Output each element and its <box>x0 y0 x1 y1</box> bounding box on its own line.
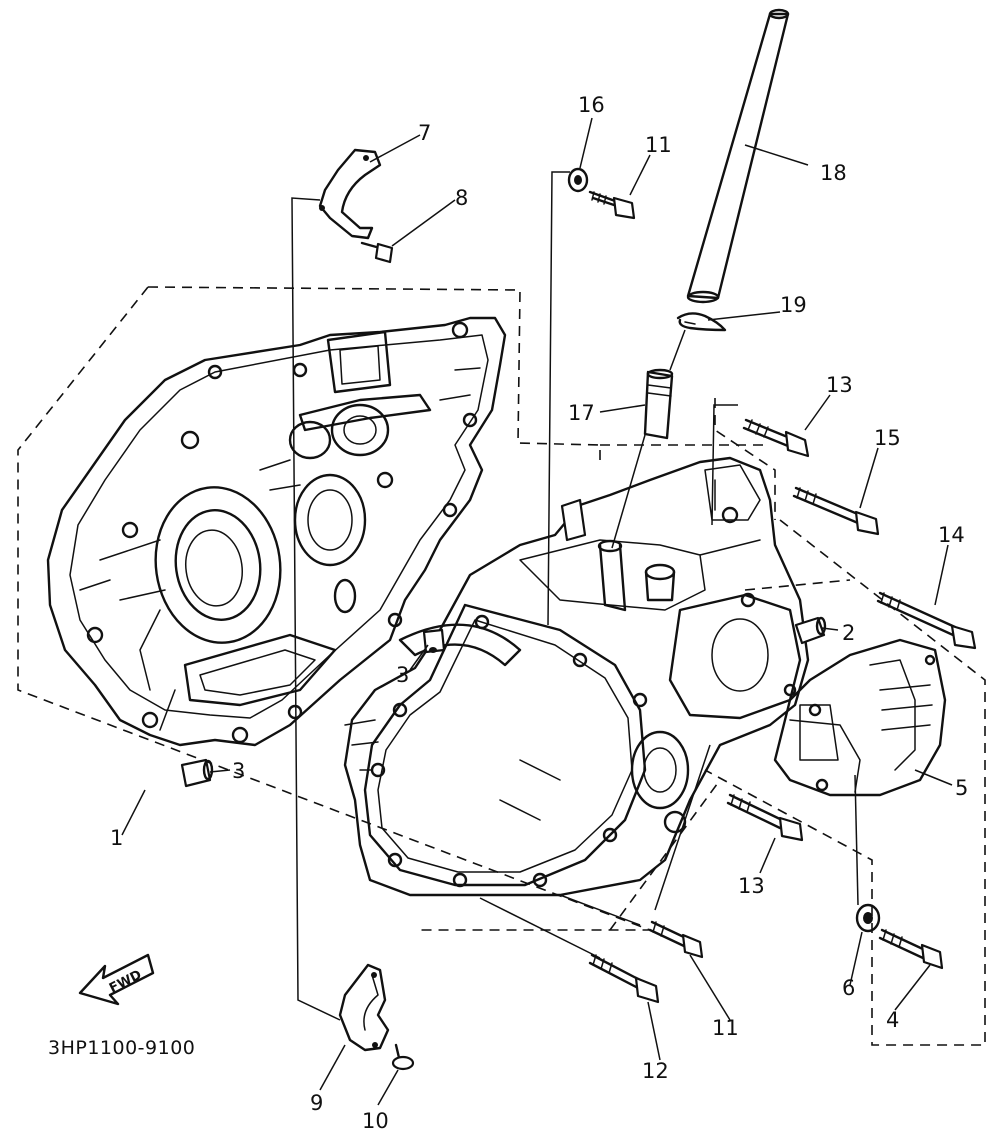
alignment-lines <box>291 171 859 1021</box>
callout-13-upper: 13 <box>826 373 853 397</box>
bolt-13-upper <box>742 418 810 458</box>
screw-10 <box>391 1043 415 1071</box>
callout-4: 4 <box>886 1008 899 1032</box>
hose-clip <box>676 312 727 332</box>
group-outline-left-crankcase <box>17 286 651 931</box>
forward-arrow-icon: FWD <box>78 953 155 1006</box>
callout-10: 10 <box>362 1109 389 1133</box>
bolt-12 <box>588 953 660 1004</box>
bolt-13-lower <box>726 793 804 842</box>
group-outline-cover <box>609 519 986 1046</box>
retainer-plate-upper <box>318 148 382 240</box>
diagram-code: 3HP1100-9100 <box>48 1037 195 1059</box>
callout-3-lower: 3 <box>232 759 245 783</box>
callout-3-upper: 3 <box>396 663 409 687</box>
callout-19: 19 <box>780 293 807 317</box>
callout-14: 14 <box>938 523 965 547</box>
callout-17: 17 <box>568 401 595 425</box>
callout-11-lower: 11 <box>712 1016 739 1040</box>
screw-8 <box>360 241 394 264</box>
dowel-pin-3-lower <box>180 758 214 788</box>
crankcase-cover <box>773 638 947 797</box>
callout-12: 12 <box>642 1059 669 1083</box>
dowel-pin-2 <box>794 616 827 645</box>
callout-18: 18 <box>820 161 847 185</box>
bolt-11-upper <box>588 190 636 220</box>
washer-16 <box>567 167 589 193</box>
bolt-11-lower <box>648 920 704 959</box>
group-outline-right-crankcase <box>600 398 776 520</box>
retainer-plate-lower <box>338 963 390 1052</box>
callout-leaders <box>121 117 953 1106</box>
callout-5: 5 <box>955 776 968 800</box>
left-crankcase-half <box>46 316 507 747</box>
callout-6: 6 <box>842 976 855 1000</box>
callout-1: 1 <box>110 826 123 850</box>
right-crankcase-half <box>343 456 810 897</box>
bolt-14 <box>876 591 977 650</box>
callout-11-upper: 11 <box>645 133 672 157</box>
dowel-pin-3-upper <box>422 628 446 654</box>
callout-8: 8 <box>455 186 468 210</box>
callout-7: 7 <box>418 121 431 145</box>
bolt-15 <box>792 486 880 536</box>
callout-2: 2 <box>842 621 855 645</box>
callout-16: 16 <box>578 93 605 117</box>
callout-15: 15 <box>874 426 901 450</box>
breather-hose <box>686 8 790 304</box>
washer-6 <box>855 903 881 933</box>
callout-9: 9 <box>310 1091 323 1115</box>
breather-fitting <box>611 329 686 549</box>
callout-13-lower: 13 <box>738 874 765 898</box>
bolt-4 <box>878 928 944 970</box>
